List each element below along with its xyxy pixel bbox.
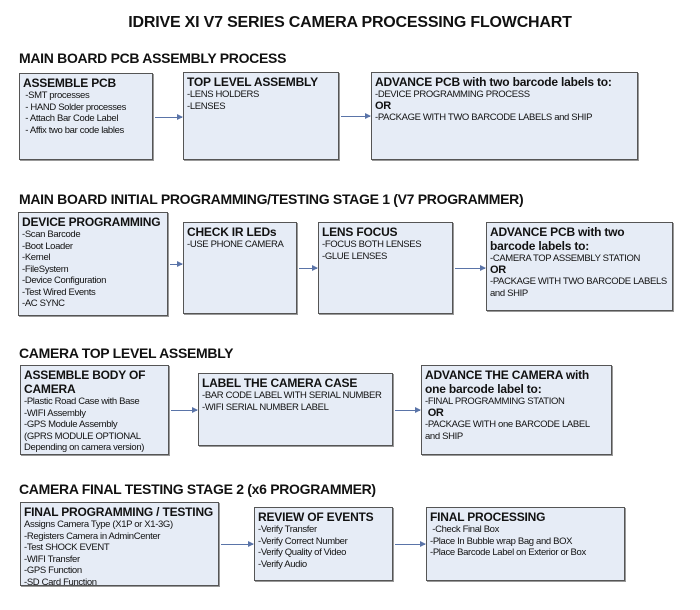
process-step: -WIFI Transfer bbox=[24, 553, 80, 565]
process-box-title: DEVICE PROGRAMMING bbox=[22, 215, 161, 229]
process-box-title: LENS FOCUS bbox=[322, 225, 398, 239]
section-heading: CAMERA FINAL TESTING STAGE 2 (x6 PROGRAM… bbox=[19, 481, 376, 497]
process-box-title: ADVANCE PCB with two barcode labels to: bbox=[375, 75, 612, 89]
process-step: -PACKAGE WITH TWO BARCODE LABELS bbox=[490, 276, 667, 287]
flow-arrow bbox=[395, 541, 426, 547]
process-box: FINAL PROCESSING -Check Final Box-Place … bbox=[426, 507, 625, 581]
process-step: -FOCUS BOTH LENSES bbox=[322, 239, 422, 250]
process-step: -BAR CODE LABEL WITH SERIAL NUMBER bbox=[202, 390, 382, 401]
flow-arrow bbox=[221, 541, 254, 547]
process-step: -SD Card Function bbox=[24, 576, 97, 586]
process-box: TOP LEVEL ASSEMBLY-LENS HOLDERS-LENSES bbox=[183, 72, 339, 160]
flow-arrow bbox=[341, 113, 371, 119]
process-box: ADVANCE PCB with two barcode labels to:-… bbox=[486, 222, 673, 311]
process-box-title: ASSEMBLE BODY OF CAMERA bbox=[24, 368, 146, 396]
process-step: -LENSES bbox=[187, 100, 226, 112]
section-heading: MAIN BOARD INITIAL PROGRAMMING/TESTING S… bbox=[19, 191, 524, 207]
section-heading: MAIN BOARD PCB ASSEMBLY PROCESS bbox=[19, 50, 287, 66]
process-box: REVIEW OF EVENTS-Verify Transfer-Verify … bbox=[254, 507, 393, 581]
process-box-title: REVIEW OF EVENTS bbox=[258, 510, 374, 524]
process-step: and SHIP bbox=[490, 287, 528, 299]
process-step: and SHIP bbox=[425, 430, 463, 442]
process-step: -Boot Loader bbox=[22, 240, 73, 252]
flow-arrow bbox=[171, 407, 198, 413]
process-step: -WIFI SERIAL NUMBER LABEL bbox=[202, 401, 329, 413]
process-step: -Verify Quality of Video bbox=[258, 547, 347, 558]
process-step: -Verify Correct Number bbox=[258, 535, 348, 547]
process-step: -Kernel bbox=[22, 252, 51, 263]
process-box: ASSEMBLE PCB -SMT processes - HAND Solde… bbox=[19, 73, 153, 160]
process-box-title: FINAL PROGRAMMING / TESTING bbox=[24, 505, 214, 519]
flow-arrow bbox=[455, 265, 486, 271]
process-step: -WIFI Assembly bbox=[24, 407, 86, 419]
flow-arrow bbox=[170, 261, 183, 267]
process-box: CHECK IR LEDs-USE PHONE CAMERA bbox=[183, 222, 297, 314]
flow-arrow bbox=[155, 114, 183, 120]
process-step: -PACKAGE WITH TWO BARCODE LABELS and SHI… bbox=[375, 112, 593, 123]
process-step: - HAND Solder processes bbox=[23, 101, 126, 113]
process-step: OR bbox=[375, 99, 391, 112]
process-step: -Check Final Box bbox=[430, 524, 500, 535]
process-step: - Affix two bar code lables bbox=[23, 124, 124, 136]
process-step: -USE PHONE CAMERA bbox=[187, 239, 284, 250]
process-step: Assigns Camera Type (X1P or X1-3G) bbox=[24, 519, 173, 530]
process-box: ASSEMBLE BODY OF CAMERA-Plastic Road Cas… bbox=[20, 365, 169, 455]
process-box: DEVICE PROGRAMMING-Scan Barcode-Boot Loa… bbox=[18, 212, 168, 316]
process-step: -Test SHOCK EVENT bbox=[24, 542, 110, 553]
flowchart-title: IDRIVE XI V7 SERIES CAMERA PROCESSING FL… bbox=[128, 14, 572, 31]
process-step: -SMT processes bbox=[23, 90, 90, 101]
process-step: -AC SYNC bbox=[22, 298, 65, 309]
process-box-title: FINAL PROCESSING bbox=[430, 510, 546, 524]
flow-arrow bbox=[299, 265, 318, 271]
section-heading: CAMERA TOP LEVEL ASSEMBLY bbox=[19, 345, 234, 361]
process-step: -PACKAGE WITH one BARCODE LABEL bbox=[425, 419, 590, 430]
process-step: OR bbox=[425, 406, 444, 419]
process-step: -Verify Audio bbox=[258, 558, 307, 570]
process-step: -Verify Transfer bbox=[258, 524, 317, 535]
process-box-title: LABEL THE CAMERA CASE bbox=[202, 376, 358, 390]
process-step: -CAMERA TOP ASSEMBLY STATION bbox=[490, 253, 640, 264]
process-step: OR bbox=[490, 263, 506, 276]
process-step: -GPS Module Assembly bbox=[24, 419, 118, 430]
process-box: ADVANCE THE CAMERA with one barcode labe… bbox=[421, 365, 612, 455]
flow-arrow bbox=[395, 407, 421, 413]
process-step: -FileSystem bbox=[22, 263, 69, 275]
process-step: -Place In Bubble wrap Bag and BOX bbox=[430, 535, 573, 547]
process-step: -Plastic Road Case with Base bbox=[24, 396, 140, 407]
process-step: -DEVICE PROGRAMMING PROCESS bbox=[375, 89, 530, 100]
process-box: ADVANCE PCB with two barcode labels to:-… bbox=[371, 72, 638, 160]
process-step: - Attach Bar Code Label bbox=[23, 113, 119, 124]
process-box-title: CHECK IR LEDs bbox=[187, 225, 277, 239]
process-step: -GLUE LENSES bbox=[322, 250, 387, 262]
process-step: Depending on camera version) bbox=[24, 442, 145, 453]
process-step: -GPS Function bbox=[24, 565, 82, 576]
process-box-title: ADVANCE PCB with two barcode labels to: bbox=[490, 225, 625, 253]
process-step: -Test Wired Events bbox=[22, 286, 96, 298]
process-step: -Registers Camera in AdminCenter bbox=[24, 530, 161, 542]
process-box: LABEL THE CAMERA CASE-BAR CODE LABEL WIT… bbox=[198, 373, 393, 446]
process-step: -FINAL PROGRAMMING STATION bbox=[425, 396, 565, 407]
process-box-title: ADVANCE THE CAMERA with one barcode labe… bbox=[425, 368, 590, 396]
process-box-title: TOP LEVEL ASSEMBLY bbox=[187, 75, 318, 89]
process-step: -LENS HOLDERS bbox=[187, 89, 259, 100]
process-step: (GPRS MODULE OPTIONAL bbox=[24, 430, 141, 442]
process-box-title: ASSEMBLE PCB bbox=[23, 76, 116, 90]
process-step: -Device Configuration bbox=[22, 275, 106, 286]
process-box: LENS FOCUS-FOCUS BOTH LENSES-GLUE LENSES bbox=[318, 222, 453, 314]
process-step: -Place Barcode Label on Exterior or Box bbox=[430, 547, 586, 558]
process-step: -Scan Barcode bbox=[22, 229, 81, 240]
